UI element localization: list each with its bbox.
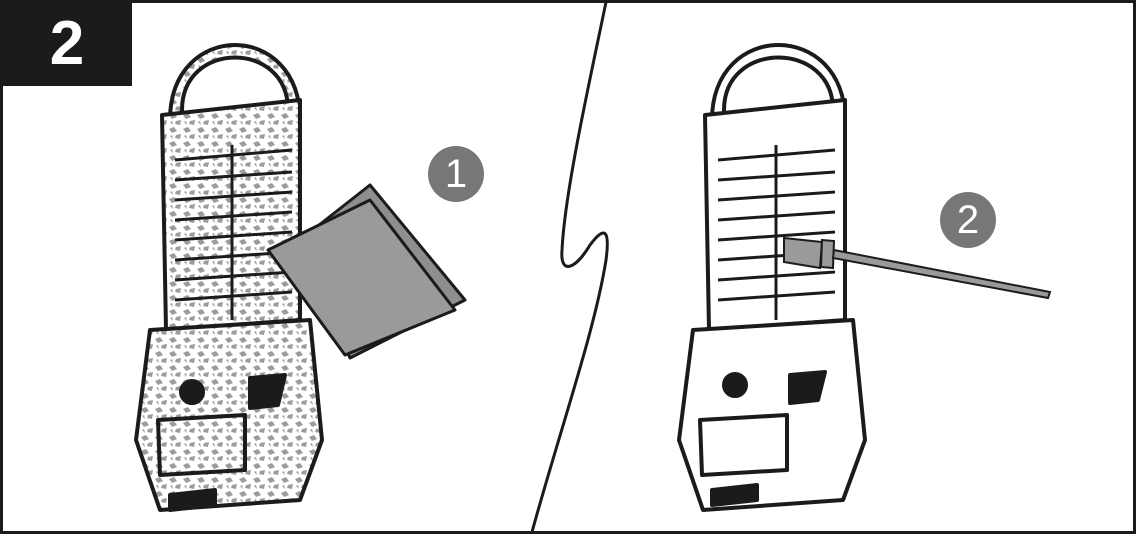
callout-badge-1: 1	[428, 146, 484, 202]
cloth-icon	[266, 183, 467, 360]
callout-badge-2: 2	[940, 192, 996, 248]
lantern-dirty-icon	[134, 43, 324, 512]
lantern-clean-icon	[677, 43, 867, 512]
step-number-box: 2	[2, 2, 132, 86]
brush-icon	[783, 236, 1052, 300]
panel-divider	[530, 1, 609, 533]
step-number: 2	[49, 9, 85, 78]
